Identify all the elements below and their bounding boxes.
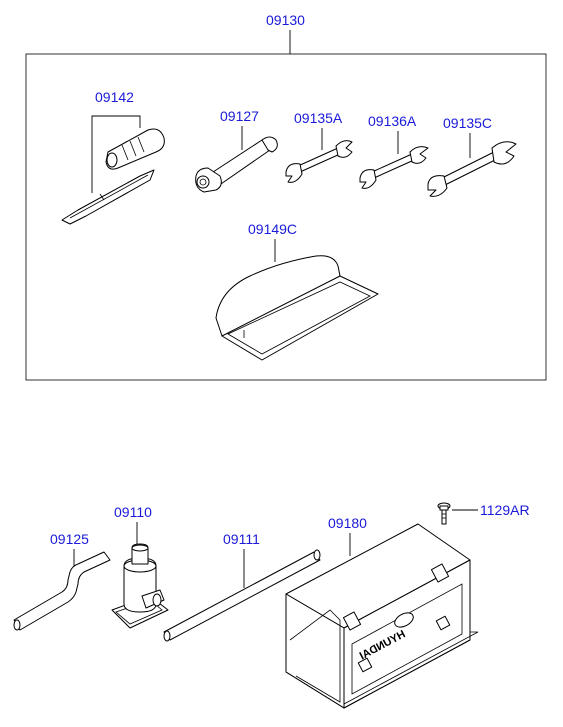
kit-frame — [25, 53, 547, 381]
jack-handle-part-label[interactable]: 09125 — [50, 531, 89, 547]
jack-part[interactable]: 09110 — [111, 504, 169, 629]
screwdriver-part[interactable]: 09142 — [61, 89, 165, 225]
tool-bag-part-label[interactable]: 09149C — [248, 221, 297, 237]
extension-bar-part-label[interactable]: 09111 — [223, 531, 260, 547]
jack-handle-icon — [13, 551, 111, 631]
tool-bag-part[interactable]: 09149C — [215, 221, 379, 361]
jack-icon — [111, 543, 169, 629]
tool-case-icon: HYUNDAI — [285, 523, 479, 709]
tool-case-part[interactable]: 09180 HYUNDAI — [285, 515, 479, 709]
kit-part-label[interactable]: 09130 — [266, 12, 305, 28]
bolt-part[interactable]: 1129AR — [437, 502, 530, 525]
spanner-c-icon — [427, 141, 517, 197]
screwdriver-leader-line — [91, 115, 141, 155]
extension-bar-part[interactable]: 09111 — [163, 531, 321, 642]
spanner-b-icon — [359, 146, 429, 189]
jack-handle-part[interactable]: 09125 — [13, 531, 111, 631]
screwdriver-handle-icon — [105, 128, 165, 170]
tool-kit-group: 09130 — [25, 12, 547, 381]
jack-part-label[interactable]: 09110 — [114, 504, 152, 520]
screwdriver-part-label[interactable]: 09142 — [95, 89, 134, 105]
spanner-a-part[interactable]: 09135A — [285, 110, 353, 183]
spanner-b-part-label[interactable]: 09136A — [368, 113, 417, 129]
bolt-icon — [437, 502, 451, 525]
spanner-b-part[interactable]: 09136A — [359, 113, 429, 189]
box-wrench-icon — [195, 136, 278, 193]
screwdriver-blade-icon — [61, 169, 155, 225]
spanner-a-icon — [285, 140, 353, 183]
spanner-c-part[interactable]: 09135C — [427, 115, 517, 197]
spanner-c-part-label[interactable]: 09135C — [443, 115, 492, 131]
tool-case-part-label[interactable]: 09180 — [328, 515, 367, 531]
brand-logo-icon — [394, 612, 414, 628]
box-wrench-part[interactable]: 09127 — [195, 108, 278, 193]
extension-bar-icon — [163, 549, 321, 642]
box-wrench-part-label[interactable]: 09127 — [220, 108, 259, 124]
bolt-part-label[interactable]: 1129AR — [480, 502, 530, 518]
tool-bag-icon — [215, 255, 379, 361]
spanner-a-part-label[interactable]: 09135A — [294, 110, 343, 126]
